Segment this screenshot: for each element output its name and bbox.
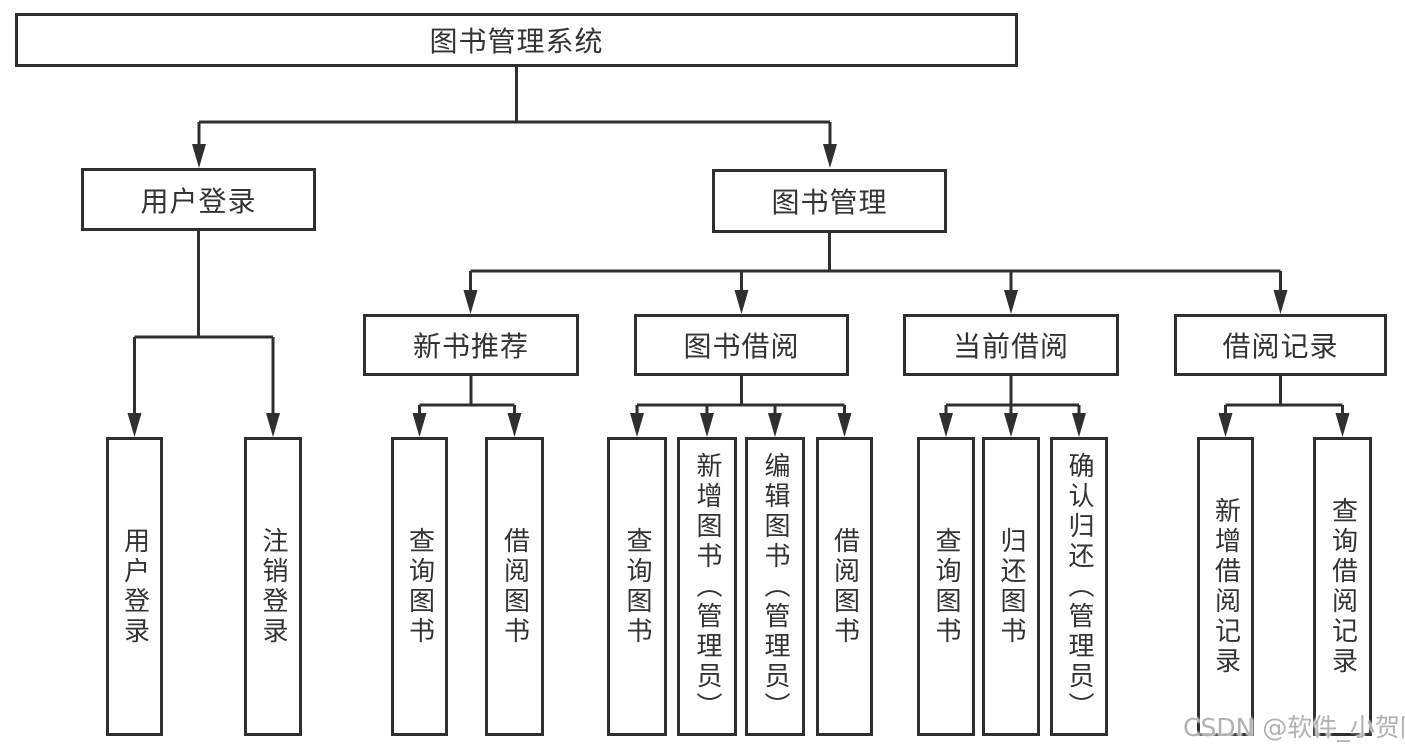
leaf-current-query-book-label: 查询图书 [931,526,961,647]
leaf-recommend-borrow-book-label: 借阅图书 [499,526,530,647]
watermark: CSDN @软件_小贺同学 [1183,713,1405,742]
leaf-record-add-borrow-record-label: 新增借阅记录 [1210,496,1241,677]
leaf-borrow-borrow-book-label: 借阅图书 [829,526,860,647]
node-current-borrow-label: 当前借阅 [952,330,1069,363]
leaf-current-return-book: 归还图书 [982,437,1040,736]
node-current-borrow: 当前借阅 [903,314,1119,376]
leaf-recommend-query-book: 查询图书 [391,437,448,736]
leaf-record-query-borrow-record-label: 查询借阅记录 [1327,496,1358,677]
node-new-book-recommend-label: 新书推荐 [412,330,529,363]
leaf-borrow-edit-book-admin: 编辑图书（管理员） [745,437,805,736]
leaf-current-confirm-return-admin-label: 确认归还（管理员） [1064,451,1094,722]
node-book-borrow: 图书借阅 [634,314,849,376]
node-book-management-label: 图书管理 [771,186,888,219]
node-borrow-record: 借阅记录 [1174,314,1387,376]
node-root: 图书管理系统 [15,13,1018,67]
node-book-borrow-label: 图书借阅 [683,330,800,363]
leaf-borrow-add-book-admin-label: 新增图书（管理员） [692,451,722,722]
leaf-recommend-borrow-book: 借阅图书 [485,437,544,736]
leaf-borrow-edit-book-admin-label: 编辑图书（管理员） [760,451,790,722]
leaf-record-add-borrow-record: 新增借阅记录 [1197,437,1254,736]
leaf-borrow-query-book: 查询图书 [607,437,667,736]
leaf-borrow-borrow-book: 借阅图书 [816,437,873,736]
node-new-book-recommend: 新书推荐 [363,314,579,376]
leaf-user-login: 用户登录 [106,437,163,736]
leaf-logout-label: 注销登录 [258,526,288,647]
node-borrow-record-label: 借阅记录 [1222,330,1339,363]
node-user-login-label: 用户登录 [140,184,257,218]
node-user-login: 用户登录 [81,168,316,231]
leaf-logout: 注销登录 [244,437,302,736]
leaf-borrow-add-book-admin: 新增图书（管理员） [677,437,737,736]
leaf-current-return-book-label: 归还图书 [996,526,1026,647]
leaf-current-confirm-return-admin: 确认归还（管理员） [1050,437,1108,736]
leaf-borrow-query-book-label: 查询图书 [622,526,652,647]
node-root-label: 图书管理系统 [429,25,604,58]
leaf-current-query-book: 查询图书 [917,437,975,736]
leaf-user-login-label: 用户登录 [119,526,150,647]
node-book-management: 图书管理 [712,169,947,233]
leaf-recommend-query-book-label: 查询图书 [404,526,435,647]
leaf-record-query-borrow-record: 查询借阅记录 [1313,437,1372,736]
